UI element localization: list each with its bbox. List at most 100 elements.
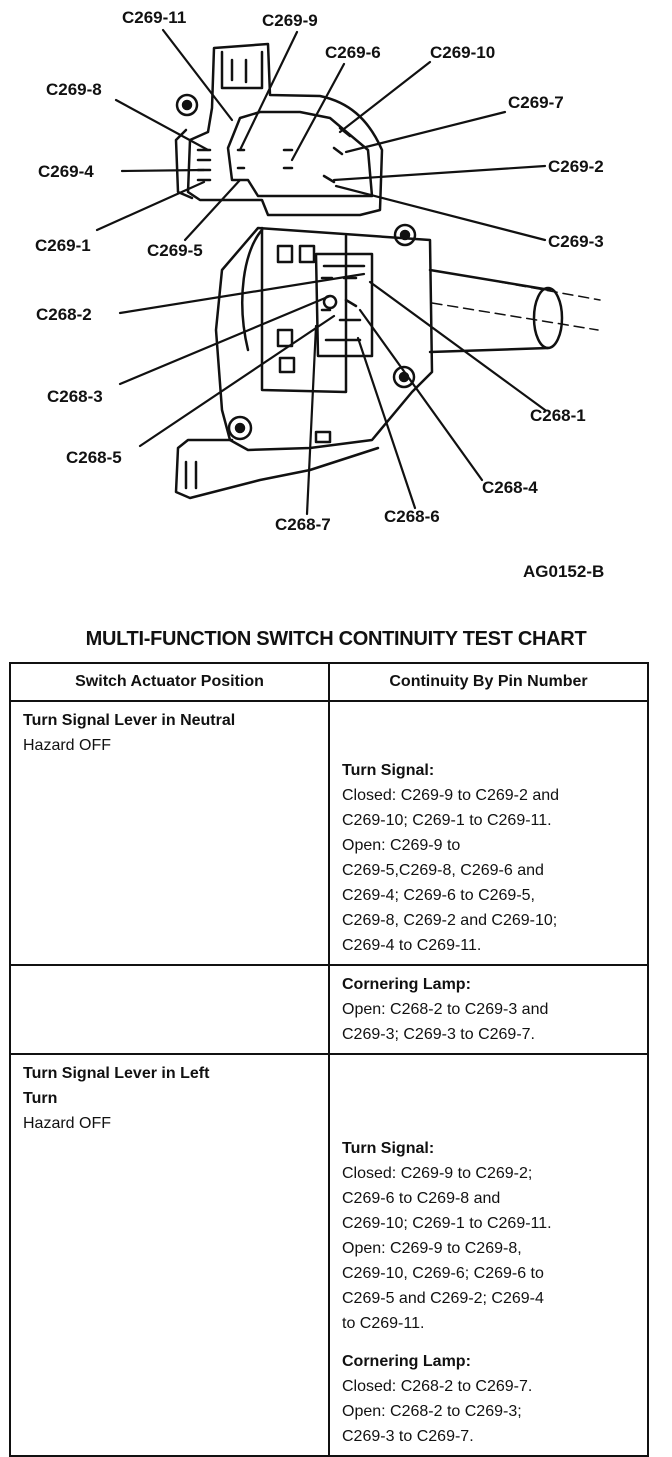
screw-upper-left bbox=[175, 93, 199, 117]
leader-c268-2 bbox=[118, 272, 366, 315]
leader-c269-7 bbox=[344, 110, 507, 154]
continuity-cell: Turn Signal: Closed: C269-9 to C269-2; C… bbox=[328, 1053, 649, 1457]
position-cell bbox=[9, 964, 330, 1055]
callout-c268-2: C268-2 bbox=[36, 305, 92, 324]
column-shaft bbox=[428, 268, 552, 354]
callout-c268-4: C268-4 bbox=[482, 478, 538, 497]
leader-c268-7 bbox=[305, 324, 318, 516]
position-cell: Turn Signal Lever in Left Turn Hazard OF… bbox=[9, 1053, 330, 1457]
position-label: Turn bbox=[23, 1090, 58, 1107]
leader-c269-8 bbox=[114, 98, 210, 152]
callout-c269-7: C269-7 bbox=[508, 93, 564, 112]
continuity-line: C269-6 to C269-8 and bbox=[342, 1190, 501, 1207]
leader-c269-2 bbox=[332, 164, 547, 182]
lower-connector-slots bbox=[276, 244, 316, 374]
bottom-bracket-notch bbox=[314, 430, 332, 444]
leader-c269-10 bbox=[338, 60, 432, 134]
continuity-line: Open: C269-9 to C269-8, bbox=[342, 1240, 522, 1257]
continuity-line: C269-4; C269-6 to C269-5, bbox=[342, 887, 535, 904]
terminal-row-right bbox=[322, 126, 352, 184]
callout-c269-10: C269-10 bbox=[430, 43, 495, 62]
header-continuity: Continuity By Pin Number bbox=[328, 662, 649, 702]
upper-housing-ridge bbox=[230, 58, 248, 84]
table-row: Turn Signal Lever in Left Turn Hazard OF… bbox=[9, 1053, 649, 1457]
callout-c269-6: C269-6 bbox=[325, 43, 381, 62]
continuity-line: C269-3; C269-3 to C269-7. bbox=[342, 1026, 535, 1043]
position-label: Turn Signal Lever in Neutral bbox=[23, 712, 236, 729]
lower-connector-frame bbox=[314, 252, 374, 358]
continuity-line: C269-8, C269-2 and C269-10; bbox=[342, 912, 558, 929]
bottom-bracket-slot bbox=[184, 460, 198, 490]
leader-c268-1 bbox=[368, 280, 547, 412]
continuity-line: Open: C268-2 to C269-3; bbox=[342, 1403, 522, 1420]
callout-c269-1: C269-1 bbox=[35, 236, 91, 255]
continuity-line: C269-5,C269-8, C269-6 and bbox=[342, 862, 544, 879]
table-header-row: Switch Actuator Position Continuity By P… bbox=[9, 662, 649, 702]
leader-c268-5 bbox=[138, 314, 336, 448]
leader-lines bbox=[95, 28, 547, 516]
chart-title: MULTI-FUNCTION SWITCH CONTINUITY TEST CH… bbox=[85, 628, 587, 650]
upper-housing-top-tab bbox=[220, 50, 264, 90]
header-switch-position: Switch Actuator Position bbox=[9, 662, 330, 702]
continuity-line: C269-3 to C269-7. bbox=[342, 1428, 474, 1445]
callout-c269-5: C269-5 bbox=[147, 241, 203, 260]
switch-drawing: C269-11 C269-9 C269-6 C269-10 C269-8 C26… bbox=[35, 8, 604, 581]
lower-pin-face bbox=[322, 264, 366, 342]
continuity-line: Closed: C269-9 to C269-2; bbox=[342, 1165, 533, 1182]
callout-c268-7: C268-7 bbox=[275, 515, 331, 534]
continuity-line: C269-10; C269-1 to C269-11. bbox=[342, 1215, 552, 1232]
continuity-line: to C269-11. bbox=[342, 1315, 425, 1332]
callout-c268-1: C268-1 bbox=[530, 406, 586, 425]
position-label: Turn Signal Lever in Left bbox=[23, 1065, 210, 1082]
hazard-label: Hazard OFF bbox=[23, 1115, 112, 1132]
leader-c269-3 bbox=[334, 184, 547, 242]
terminal-row-mid bbox=[236, 148, 294, 170]
continuity-line: C269-4 to C269-11. bbox=[342, 937, 482, 954]
callout-c268-3: C268-3 bbox=[47, 387, 103, 406]
continuity-line: Closed: C269-9 to C269-2 and bbox=[342, 787, 560, 804]
column-axis bbox=[431, 281, 601, 331]
bottom-bracket bbox=[174, 438, 380, 500]
table-row: Turn Signal Lever in Neutral Hazard OFF … bbox=[9, 700, 649, 966]
section-label: Turn Signal: bbox=[342, 762, 435, 779]
section-label: Turn Signal: bbox=[342, 1140, 435, 1157]
table-row: Cornering Lamp: Open: C268-2 to C269-3 a… bbox=[9, 964, 649, 1055]
leader-c269-11 bbox=[161, 28, 234, 122]
continuity-line: C269-10; C269-1 to C269-11. bbox=[342, 812, 552, 829]
leader-c268-3 bbox=[118, 294, 332, 386]
callout-c269-4: C269-4 bbox=[38, 162, 94, 181]
leader-c269-4 bbox=[120, 168, 206, 173]
continuity-line: Open: C268-2 to C269-3 and bbox=[342, 1001, 549, 1018]
leader-c269-1 bbox=[95, 180, 206, 232]
terminal-row-left bbox=[196, 148, 212, 182]
leader-c269-9 bbox=[238, 30, 299, 152]
housing-curve bbox=[241, 228, 264, 352]
screw-bottom bbox=[227, 415, 253, 441]
callout-c269-2: C269-2 bbox=[548, 157, 604, 176]
lower-connector-block bbox=[260, 226, 348, 394]
callout-c268-6: C268-6 bbox=[384, 507, 440, 526]
continuity-line: Closed: C268-2 to C269-7. bbox=[342, 1378, 533, 1395]
section-label: Cornering Lamp: bbox=[342, 1353, 471, 1370]
callout-c269-3: C269-3 bbox=[548, 232, 604, 251]
section-label: Cornering Lamp: bbox=[342, 976, 471, 993]
lower-pins bbox=[320, 276, 358, 312]
switch-diagram: C269-11 C269-9 C269-6 C269-10 C269-8 C26… bbox=[0, 0, 672, 590]
figure-id: AG0152-B bbox=[523, 562, 604, 581]
callout-c268-5: C268-5 bbox=[66, 448, 122, 467]
leader-c268-6 bbox=[356, 336, 417, 510]
continuity-line: C269-5 and C269-2; C269-4 bbox=[342, 1290, 544, 1307]
callout-c269-8: C269-8 bbox=[46, 80, 102, 99]
leader-c268-4 bbox=[358, 308, 484, 482]
continuity-line: Open: C269-9 to bbox=[342, 837, 461, 854]
screw-lower-right bbox=[392, 365, 416, 389]
hazard-label: Hazard OFF bbox=[23, 737, 112, 754]
lower-housing-outline bbox=[214, 226, 434, 452]
continuity-cell: Turn Signal: Closed: C269-9 to C269-2 an… bbox=[328, 700, 649, 966]
callout-c269-11: C269-11 bbox=[122, 8, 186, 27]
continuity-cell: Cornering Lamp: Open: C268-2 to C269-3 a… bbox=[328, 964, 649, 1055]
column-shaft-end bbox=[532, 286, 564, 350]
screw-right bbox=[393, 223, 417, 247]
leader-c269-5 bbox=[183, 178, 242, 242]
continuity-line: C269-10, C269-6; C269-6 to bbox=[342, 1265, 544, 1282]
